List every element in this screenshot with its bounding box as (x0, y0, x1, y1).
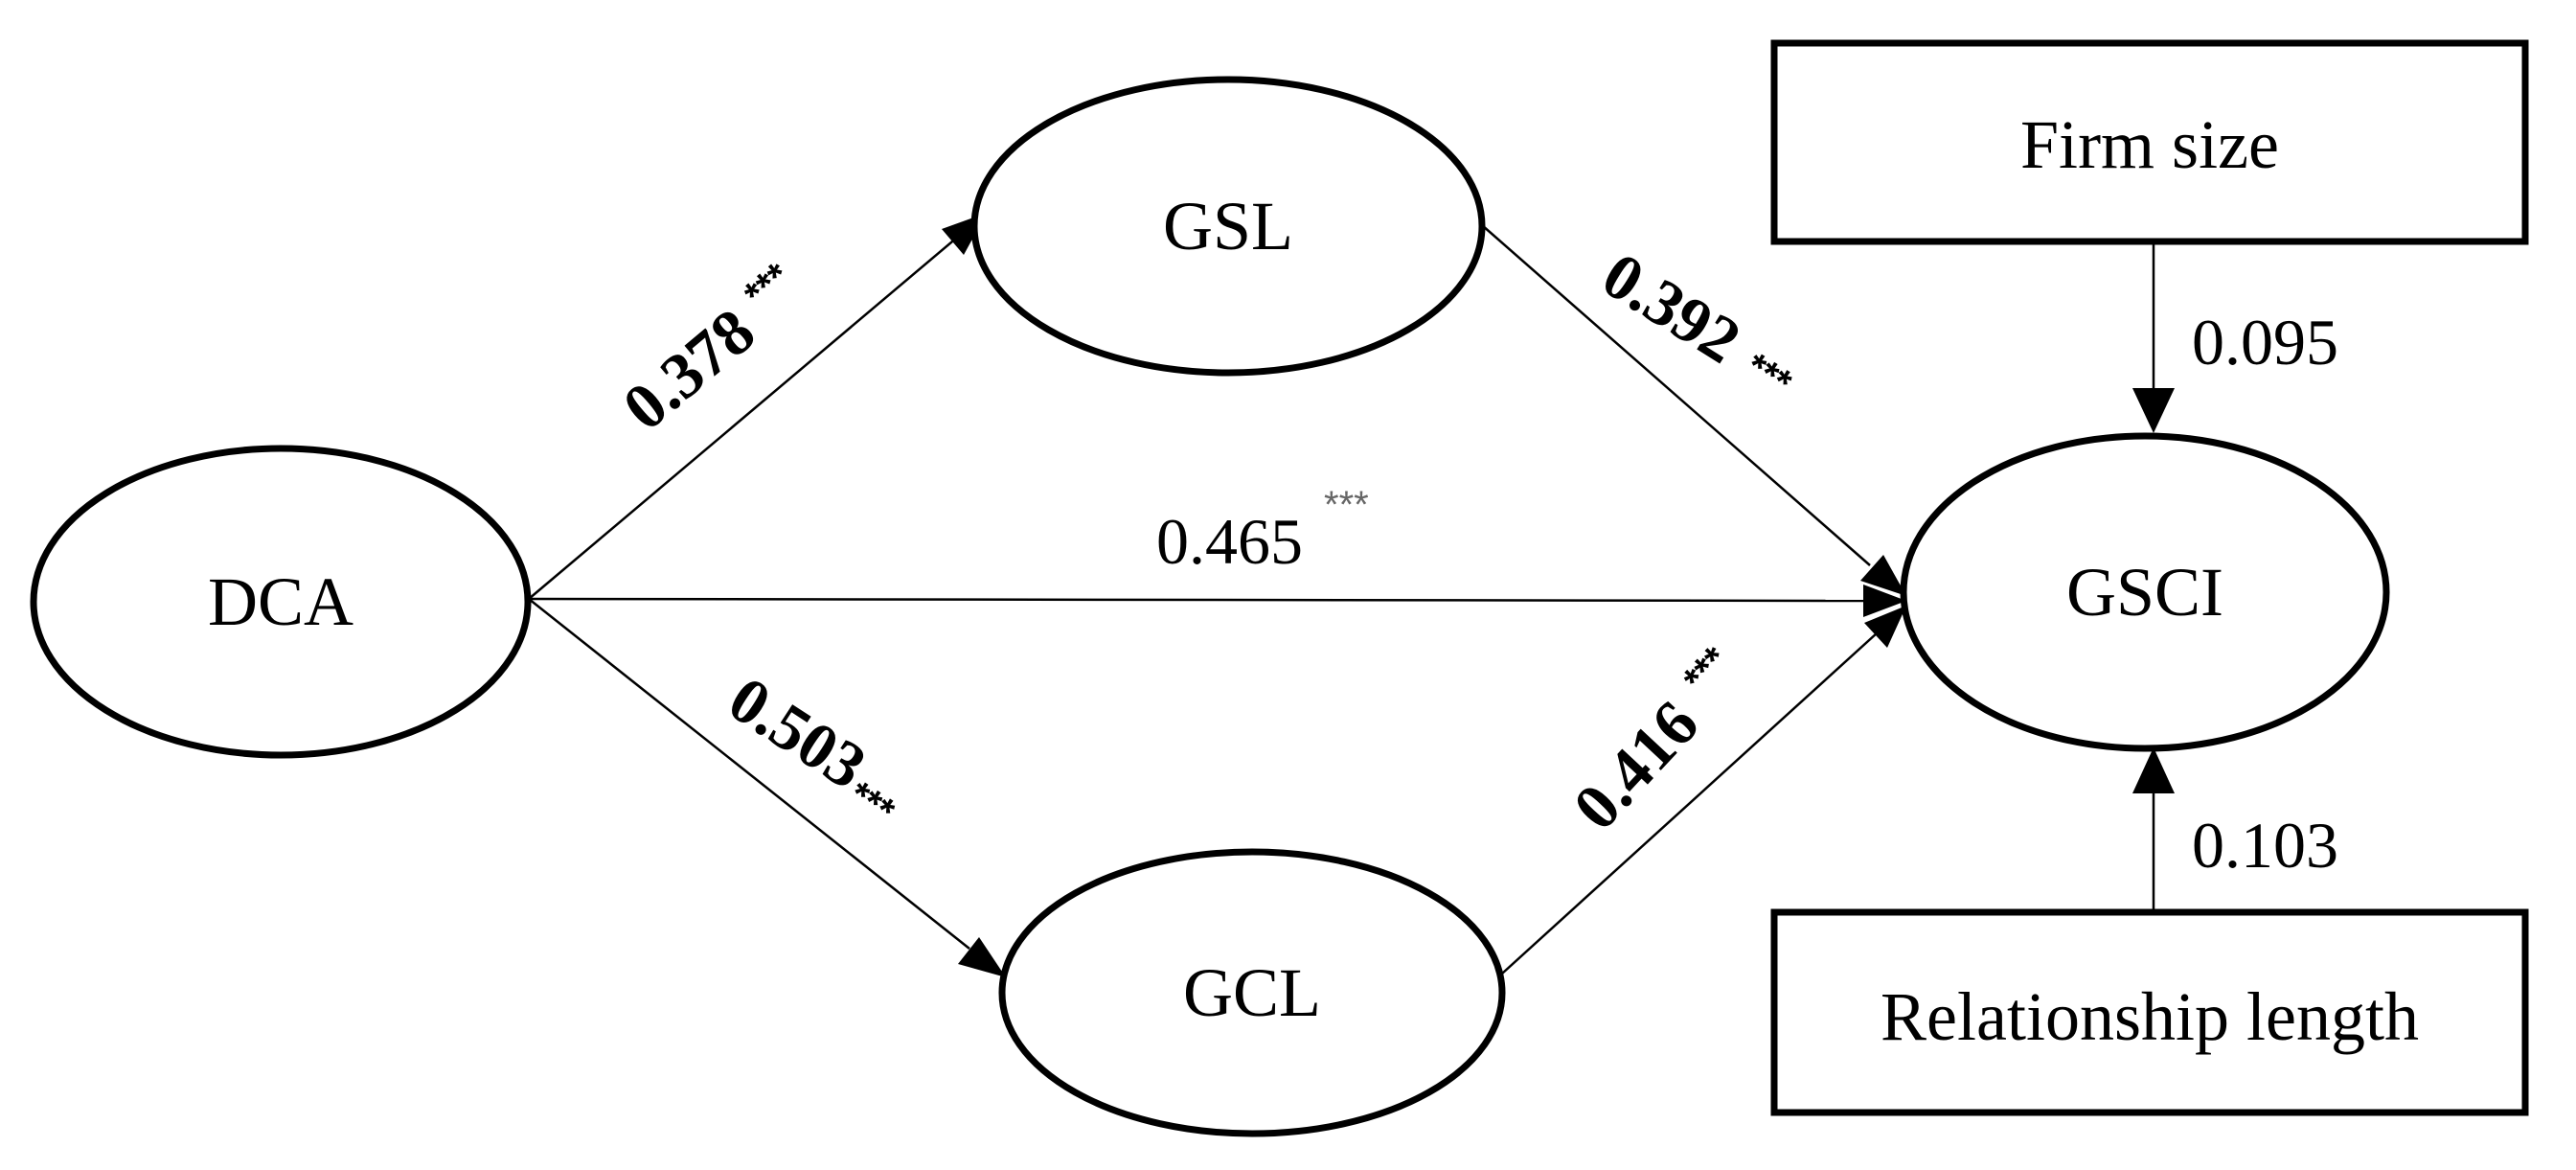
edge-dca-gsl (528, 236, 959, 600)
sig-gcl-gsci: *** (1676, 639, 1737, 700)
sig-dca-gsci: *** (1324, 484, 1369, 526)
arrowhead-relationship-length-gsci (2132, 747, 2175, 793)
sig-dca-gsl: *** (737, 255, 798, 316)
arrowhead-firm-size-gsci (2132, 388, 2175, 433)
node-dca-label: DCA (208, 563, 353, 640)
node-dca-shape (30, 445, 532, 759)
edge-gcl-gsci (1501, 631, 1879, 975)
node-gsl-shape (970, 76, 1486, 377)
node-gsl-label: GSL (1163, 188, 1293, 264)
node-gcl: GCL (998, 848, 1506, 1137)
arrowhead-dca-gsci (1863, 585, 1906, 617)
node-firm-size: Firm size (1770, 39, 2529, 245)
edges (528, 213, 2175, 977)
node-relationship-length-shape (1770, 908, 2529, 1116)
coef-gsl-gsci: 0.392 (1590, 238, 1753, 378)
edge-dca-gsci (528, 597, 1864, 603)
label-dca-gsl: 0.378 *** (609, 255, 798, 445)
node-gsl: GSL (970, 76, 1486, 377)
node-gcl-label: GCL (1183, 954, 1321, 1031)
label-dca-gcl: 0.503 *** (717, 662, 902, 834)
node-firm-size-label: Firm size (2020, 106, 2279, 183)
arrowhead-gcl-gsci (1864, 606, 1906, 648)
node-gsci: GSCI (1900, 432, 2390, 752)
coef-dca-gcl: 0.503 (717, 662, 879, 803)
node-gsci-shape (1900, 432, 2390, 752)
node-gsci-label: GSCI (2066, 554, 2223, 631)
edge-gsl-gsci (1481, 224, 1871, 566)
label-gsl-gsci: 0.392 *** (1590, 238, 1799, 404)
coef-dca-gsci: 0.465 (1156, 505, 1303, 578)
coef-firm-size-gsci: 0.095 (2192, 306, 2338, 379)
node-gcl-shape (998, 848, 1506, 1137)
node-dca: DCA (30, 445, 532, 759)
coef-gcl-gsci: 0.416 (1559, 687, 1712, 844)
label-gcl-gsci: 0.416 *** (1559, 639, 1737, 844)
coef-dca-gsl: 0.378 (609, 294, 768, 445)
node-firm-size-shape (1770, 39, 2529, 245)
arrowhead-dca-gcl (958, 937, 1006, 977)
coef-relationship-length-gsci: 0.103 (2192, 809, 2338, 882)
node-relationship-length-label: Relationship length (1881, 978, 2419, 1055)
arrowhead-gsl-gsci (1860, 555, 1906, 596)
label-dca-gsci: 0.465 *** (1156, 484, 1369, 578)
sig-gsl-gsci: *** (1739, 345, 1799, 404)
node-relationship-length: Relationship length (1770, 908, 2529, 1116)
edge-dca-gcl (528, 598, 970, 950)
